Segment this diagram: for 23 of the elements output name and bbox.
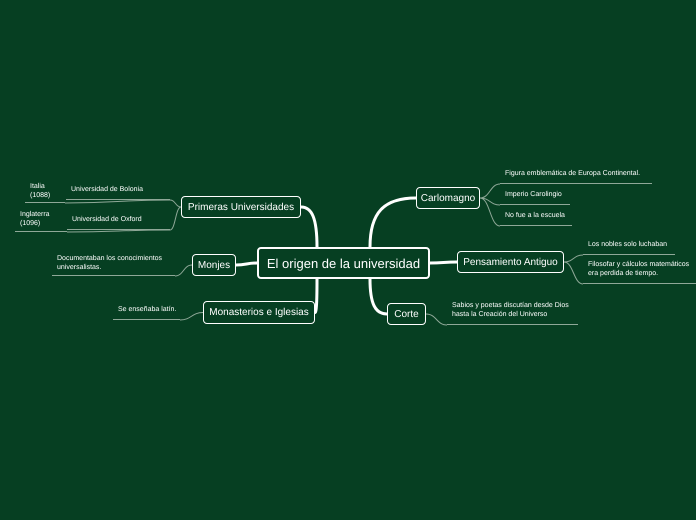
main-topic: Corte xyxy=(387,303,426,325)
connector xyxy=(368,196,416,248)
connector xyxy=(480,198,500,226)
connector xyxy=(180,312,204,320)
connector xyxy=(236,262,258,266)
connector xyxy=(170,206,182,230)
main-topic: Monjes xyxy=(192,254,236,276)
connector xyxy=(480,184,500,198)
main-topic: Carlomagno xyxy=(416,187,480,209)
connector xyxy=(426,314,448,326)
connector xyxy=(480,198,500,206)
main-topic: Pensamiento Antiguo xyxy=(457,251,564,273)
connector xyxy=(174,264,192,276)
connector xyxy=(314,279,318,314)
connector xyxy=(170,200,182,208)
central-topic: El origen de la universidad xyxy=(257,247,430,279)
connector xyxy=(430,260,458,264)
connector xyxy=(564,262,584,284)
connector xyxy=(64,200,170,204)
main-topic: Monasterios e Iglesias xyxy=(203,301,315,324)
connector xyxy=(564,254,584,262)
main-topic: Primeras Universidades xyxy=(181,196,301,218)
connector xyxy=(66,230,170,232)
